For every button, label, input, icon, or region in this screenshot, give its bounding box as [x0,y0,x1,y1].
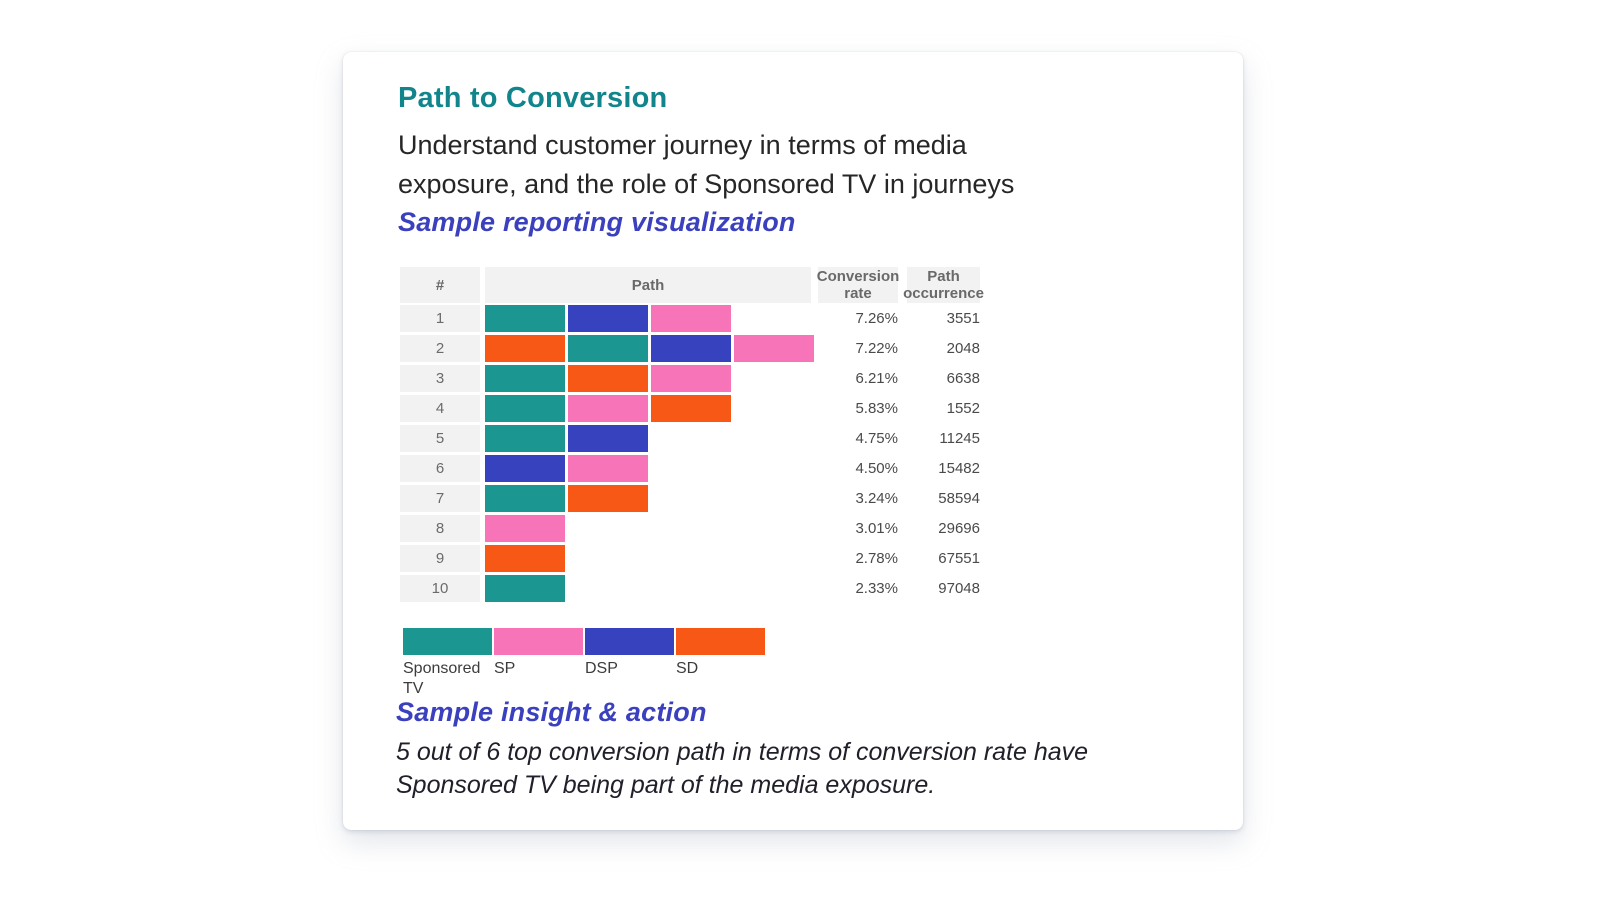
path-segment-sponsored_tv [485,425,565,452]
path-occurrence-value: 2048 [946,340,980,357]
path-segment-sp [485,515,565,542]
path-to-conversion-table: # Path Conversion rate Path occurrence 1… [343,52,1243,830]
path-occurrence-value: 3551 [946,310,980,327]
legend-swatch-sp [494,628,583,655]
conversion-rate-value: 3.24% [855,490,898,507]
path-segment-sponsored_tv [485,305,565,332]
path-segment-sponsored_tv [568,335,648,362]
path-occurrence-value: 1552 [946,400,980,417]
rank-cell: 1 [400,305,480,332]
path-segment-sponsored_tv [485,395,565,422]
legend-item-sp: SP [494,628,583,679]
legend-swatch-sponsored_tv [403,628,492,655]
insight-text: 5 out of 6 top conversion path in terms … [396,738,1089,799]
path-occurrence-value: 11245 [939,430,980,447]
rank-cell: 10 [400,575,480,602]
conversion-rate-value: 6.21% [855,370,898,387]
page-title: Path to Conversion [398,82,668,114]
legend-item-dsp: DSP [585,628,674,679]
conversion-rate-value: 3.01% [855,520,898,537]
path-segment-dsp [485,455,565,482]
path-occurrence-value: 58594 [938,490,980,507]
viz-heading: Sample reporting visualization [398,207,796,237]
path-occurrence-value: 15482 [938,460,980,477]
legend-label-sd: SD [676,660,699,677]
rank-cell: 2 [400,335,480,362]
path-segment-sp [568,395,648,422]
legend-label-sp: SP [494,660,516,677]
table-row: 9 2.78% 67551 [343,545,1243,572]
table-header-row: # Path Conversion rate Path occurrence [343,267,1243,303]
insight-heading: Sample insight & action [396,697,707,727]
conversion-rate-value: 2.33% [855,580,898,597]
path-segment-sd [485,335,565,362]
slide-card: Path to Conversion Understand customer j… [343,52,1243,830]
path-segment-sponsored_tv [485,365,565,392]
path-segment-sp [568,455,648,482]
table-row: 1 7.26% 3551 [343,305,1243,332]
path-segment-sd [651,395,731,422]
legend-item-sponsored_tv: Sponsored TV [403,628,492,699]
path-segment-sp [651,365,731,392]
path-occurrence-value: 6638 [946,370,980,387]
table-row: 5 4.75% 11245 [343,425,1243,452]
path-segment-sponsored_tv [485,485,565,512]
path-occurrence-value: 97048 [938,580,980,597]
legend-swatch-sd [676,628,765,655]
table-row: 7 3.24% 58594 [343,485,1243,512]
path-segment-dsp [568,425,648,452]
column-header-path: Path [485,267,811,303]
column-header-rank: # [400,267,480,303]
column-header-path-occurrence: Path occurrence [903,267,984,303]
path-segment-sd [485,545,565,572]
rank-cell: 7 [400,485,480,512]
rank-cell: 6 [400,455,480,482]
conversion-rate-value: 4.75% [855,430,898,447]
table-row: 10 2.33% 97048 [343,575,1243,602]
legend-label-dsp: DSP [585,660,618,677]
column-header-conversion-rate: Conversion rate [816,267,900,303]
path-segment-dsp [568,305,648,332]
conversion-rate-value: 7.22% [855,340,898,357]
table-row: 2 7.22% 2048 [343,335,1243,362]
conversion-rate-value: 7.26% [855,310,898,327]
conversion-rate-value: 5.83% [855,400,898,417]
page-subtitle: Understand customer journey in terms of … [398,130,1015,199]
legend-label-sponsored_tv: Sponsored TV [403,660,481,697]
legend-swatch-dsp [585,628,674,655]
table-row: 4 5.83% 1552 [343,395,1243,422]
path-occurrence-value: 29696 [938,520,980,537]
rank-cell: 3 [400,365,480,392]
rank-cell: 5 [400,425,480,452]
path-segment-sd [568,365,648,392]
path-segment-sponsored_tv [485,575,565,602]
rank-cell: 9 [400,545,480,572]
legend-item-sd: SD [676,628,765,679]
path-segment-sd [568,485,648,512]
table-row: 6 4.50% 15482 [343,455,1243,482]
rank-cell: 4 [400,395,480,422]
path-segment-dsp [651,335,731,362]
table-row: 3 6.21% 6638 [343,365,1243,392]
rank-cell: 8 [400,515,480,542]
conversion-rate-value: 4.50% [855,460,898,477]
conversion-rate-value: 2.78% [855,550,898,567]
table-row: 8 3.01% 29696 [343,515,1243,542]
path-segment-sp [734,335,814,362]
path-segment-sp [651,305,731,332]
path-occurrence-value: 67551 [938,550,980,567]
